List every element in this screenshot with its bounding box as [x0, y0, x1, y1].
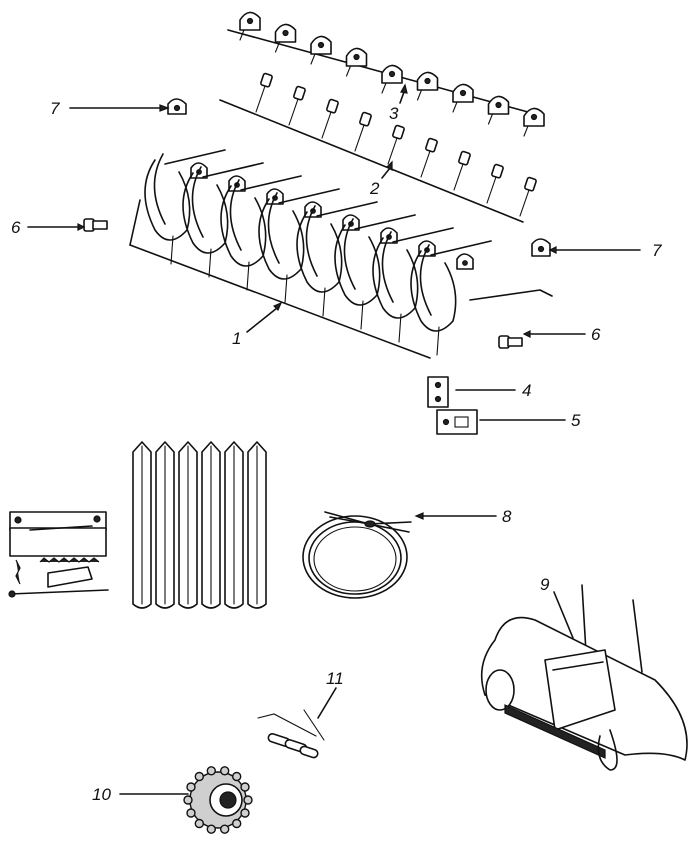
chain-link-part-11 — [257, 709, 325, 759]
cable-coil-part-8 — [302, 511, 412, 599]
callout-11: 11 — [326, 669, 344, 688]
callout-7-left: 7 — [50, 99, 60, 118]
clamp-part-3 — [381, 64, 403, 94]
sprocket-tooth — [186, 782, 196, 792]
callout-7-right: 7 — [652, 241, 662, 260]
tine-tip-part-2 — [387, 124, 405, 165]
clamp-part-3 — [487, 95, 510, 125]
sprocket-tooth — [219, 824, 230, 834]
callout-5: 5 — [571, 411, 581, 430]
callout-4: 4 — [522, 381, 531, 400]
tube-band-part-9 — [480, 584, 688, 771]
spring-tooth — [334, 214, 416, 330]
clamp-part-3 — [274, 23, 297, 53]
clamp-part-3 — [523, 107, 545, 137]
tine-tip-row-part-2 — [219, 72, 537, 223]
sprocket-tooth — [231, 771, 242, 782]
bolt-part-6-right — [498, 335, 523, 349]
sprocket-tooth — [240, 782, 250, 792]
sprocket-tooth — [206, 766, 217, 776]
callout-10: 10 — [92, 785, 111, 804]
sprocket-tooth — [240, 808, 250, 818]
callout-1: 1 — [232, 329, 241, 348]
clamp-part-7-right — [531, 238, 551, 257]
clamp-row-part-3 — [227, 11, 545, 137]
clamp-part-3 — [239, 11, 261, 41]
tine-tip-part-2 — [321, 98, 339, 139]
clamp-part-3 — [310, 35, 332, 65]
tine-strips — [132, 441, 267, 609]
clamp-part-7-left — [167, 98, 187, 115]
sprocket-tooth — [219, 766, 230, 776]
sprocket-part-10 — [183, 766, 253, 834]
sprocket-tooth — [231, 818, 242, 829]
spring-tooth — [410, 240, 492, 356]
tine-tip-part-2 — [420, 137, 438, 178]
sprocket-tooth — [183, 795, 193, 805]
lift-mechanism — [8, 511, 109, 598]
plate-part-5 — [436, 409, 478, 435]
spring-tooth — [258, 188, 340, 304]
clamp-part-3 — [452, 83, 474, 113]
spring-tooth — [220, 175, 302, 291]
sprocket-tooth — [206, 824, 217, 834]
callout-8: 8 — [502, 507, 512, 526]
tine-tip-part-2 — [453, 150, 471, 191]
tine-tip-part-2 — [288, 85, 306, 126]
sprocket-tooth — [186, 808, 196, 818]
tine-tip-part-2 — [486, 163, 504, 204]
callout-6-left: 6 — [11, 218, 21, 237]
tine-tip-part-2 — [255, 72, 273, 113]
spring-tooth-assembly-part-1 — [129, 149, 553, 359]
tine-tip-part-2 — [519, 176, 537, 217]
spring-tooth — [182, 162, 264, 278]
leader-lines — [27, 83, 641, 795]
sprocket-tooth — [194, 771, 205, 782]
callout-6-right: 6 — [591, 325, 601, 344]
plate-part-4 — [427, 376, 449, 408]
spring-tooth — [372, 227, 454, 343]
spring-tooth — [296, 201, 378, 317]
tine-tip-part-2 — [354, 111, 372, 152]
callout-2: 2 — [369, 179, 380, 198]
bolt-part-6-left — [83, 218, 108, 232]
callout-3: 3 — [389, 104, 399, 123]
clamp-part-3 — [345, 47, 368, 77]
callout-9: 9 — [540, 575, 550, 594]
spring-tooth — [144, 149, 226, 265]
clamp-part-3 — [416, 71, 439, 101]
sprocket-tooth — [194, 818, 205, 829]
sprocket-tooth — [243, 795, 253, 805]
callout-labels: 7 6 1 2 3 7 6 4 5 8 9 10 11 — [11, 99, 662, 804]
